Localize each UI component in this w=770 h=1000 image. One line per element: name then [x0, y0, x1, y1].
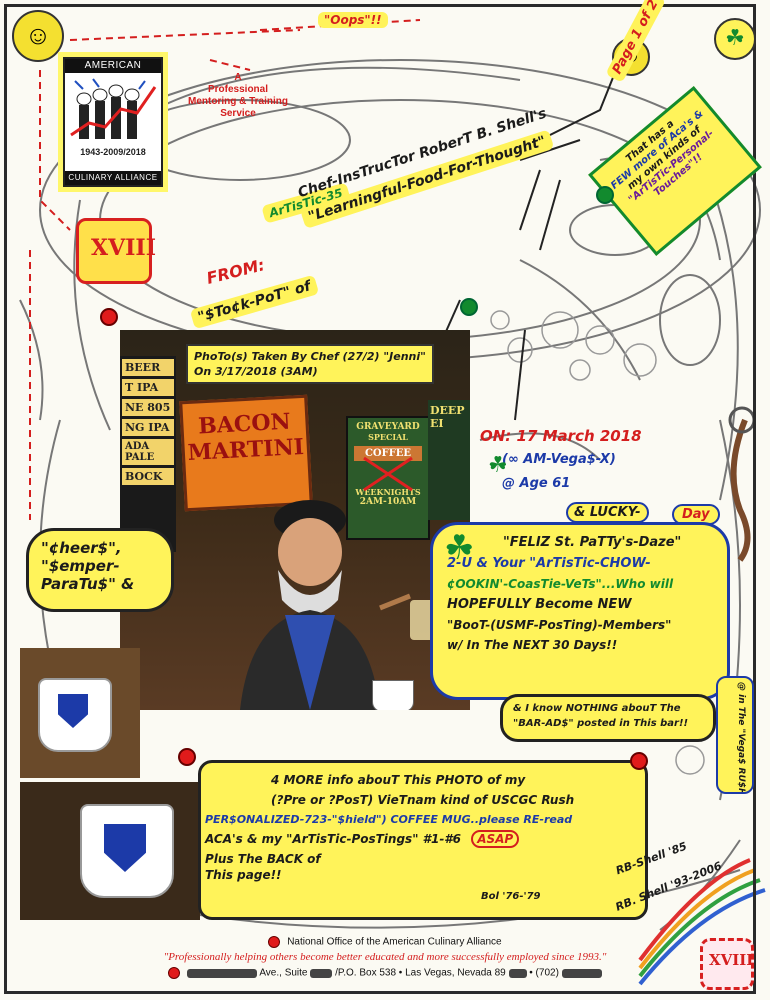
- more-info-line: ACA's & my "ArTisTic-PosTings" #1-#6 ASA…: [205, 830, 631, 848]
- more-info-line: This page!!: [205, 868, 282, 882]
- deep-text: DEEP EI: [430, 404, 465, 430]
- beer-sign: ADA PALE: [122, 439, 174, 465]
- more-info-line: Plus The BACK of: [205, 852, 321, 866]
- bar-ads-line: "BAR-AD$" posted in This bar!!: [513, 718, 689, 729]
- on-date-block: ON: 17 March 2018 (∞ AM-Vega$-X) @ Age 6…: [480, 424, 642, 496]
- service-line: Service: [220, 108, 256, 119]
- vegas-side-note: @ in The "Vega$ RU$H-Lounge"!!: [716, 676, 754, 794]
- lucky-line: w/ In The NEXT 30 Days!!: [447, 638, 618, 652]
- more-info-text: ACA's & my "ArTisTic-PosTings" #1-#6: [205, 832, 462, 846]
- bar-photo: BEER T IPA NE 805 NG IPA ADA PALE BOCK B…: [120, 330, 470, 710]
- page-frame: [4, 4, 756, 994]
- lucky-line: 2-U & Your "ArTisTic-CHOW-: [447, 556, 651, 571]
- bullet-icon: [168, 967, 181, 979]
- cheers-line: "¢heer$",: [41, 539, 122, 557]
- graveyard-text: WEEKNIGHTS: [355, 487, 421, 497]
- on-date-line: (∞ AM-Vega$-X): [502, 452, 616, 467]
- beer-board: BEER T IPA NE 805 NG IPA ADA PALE BOCK: [120, 356, 176, 552]
- aca-logo: AMERICAN 1943-2009/2018 CULINARY ALLIANC…: [58, 52, 168, 192]
- lucky-bubble: "FELIZ St. PaTTy's-Daze" 2-U & Your "ArT…: [430, 522, 730, 700]
- bar-ads-line: & I know NOTHING abouT The: [513, 703, 681, 714]
- photo-caption-line: PhoTo(s) Taken By Chef (27/2) "Jenni": [194, 350, 426, 363]
- footer-office: National Office of the American Culinary…: [0, 936, 770, 948]
- beer-sign: NE 805: [122, 399, 174, 416]
- beer-sign: BOCK: [122, 468, 174, 485]
- footer-address-text: • (702): [529, 967, 559, 979]
- graveyard-sign: GRAVEYARD SPECIAL COFFEE WEEKNIGHTS 2AM-…: [346, 416, 430, 540]
- chef-figure: [240, 500, 440, 710]
- on-date-line: ON: 17 March 2018: [480, 427, 642, 445]
- redacted-bar: [561, 968, 602, 978]
- vegas-side-text: @ in The "Vega$ RU$H-Lounge"!!: [736, 682, 746, 794]
- photo-caption-line: On 3/17/2018 (3AM): [194, 365, 318, 378]
- footer-tagline-text: "Professionally helping others become be…: [163, 951, 607, 963]
- redacted-bar: [187, 968, 258, 978]
- pushpin-icon: [100, 308, 118, 326]
- smiley-icon: ☺: [12, 10, 64, 62]
- graveyard-text: 2AM-10AM: [359, 497, 417, 507]
- badge-text: XVIII: [91, 235, 157, 261]
- graveyard-text: COFFEE: [354, 446, 422, 461]
- oops-note: "Oops"!!: [318, 12, 388, 28]
- footer-tagline: "Professionally helping others become be…: [0, 951, 770, 963]
- lucky-line: HOPEFULLY Become NEW: [447, 597, 632, 612]
- more-info-line: (?Pre or ?PosT) VieTnam kind of USCGC Ru…: [271, 793, 575, 807]
- cross-out-icon: [363, 456, 413, 492]
- asap-tag: ASAP: [471, 830, 520, 848]
- lucky-line: "FELIZ St. PaTTy's-Daze": [503, 535, 682, 550]
- lucky-line: ¢OOKIN'-CoasTie-VeTs"...Who will: [447, 577, 674, 591]
- more-info-bubble: 4 MORE info abouT This PHOTO of my (?Pre…: [198, 760, 648, 920]
- martini-text: MARTINI: [187, 433, 305, 467]
- shamrock-icon: ☘: [488, 452, 508, 477]
- pushpin-icon: [596, 186, 614, 204]
- on-date-line: @ Age 61: [502, 476, 571, 491]
- artist-badge: XVIII: [76, 218, 156, 284]
- bullet-icon: [268, 936, 281, 948]
- lucky-label: & LUCKY-: [566, 502, 649, 523]
- footer-address-text: /P.O. Box 538 • Las Vegas, Nevada 89: [335, 967, 506, 979]
- logo-top-text: AMERICAN: [65, 59, 161, 73]
- mug-photo-bottom: [20, 782, 200, 920]
- service-label: A Professional Mentoring & Training Serv…: [178, 72, 298, 120]
- logo-chefs-emblem: [70, 78, 157, 139]
- mug-small: [372, 680, 414, 710]
- cheers-line: "$emper-: [41, 557, 120, 575]
- more-info-line: PER$ONALIZED-723-"$hield") COFFEE MUG..p…: [205, 813, 573, 826]
- shamrock-icon: ☘: [714, 18, 756, 60]
- logo-years: 1943-2009/2018: [80, 147, 146, 157]
- cheers-bubble: "¢heer$", "$emper- ParaTu$" &: [26, 528, 174, 612]
- mug-photo-top: [20, 648, 140, 778]
- beer-sign: BEER: [122, 359, 174, 376]
- more-info-line: 4 MORE info abouT This PHOTO of my: [271, 773, 526, 787]
- service-year: Bol '76-'79: [476, 890, 546, 903]
- deep-sign: DEEP EI: [428, 400, 470, 520]
- pushpin-icon: [630, 752, 648, 770]
- artist-badge: XVIII: [700, 938, 754, 990]
- lucky-line: "BooT-(USMF-PosTing)-Members": [447, 618, 672, 632]
- redacted-bar: [310, 968, 333, 978]
- graveyard-text: SPECIAL: [368, 432, 408, 442]
- photo-caption: PhoTo(s) Taken By Chef (27/2) "Jenni" On…: [186, 344, 434, 384]
- beer-sign: NG IPA: [122, 419, 174, 436]
- pushpin-icon: [178, 748, 196, 766]
- cheers-line: ParaTu$" &: [41, 575, 135, 593]
- logo-bottom-text: CULINARY ALLIANCE: [65, 171, 161, 185]
- graveyard-text: GRAVEYARD: [356, 422, 420, 432]
- service-line: Mentoring & Training: [188, 96, 288, 107]
- pushpin-icon: [460, 298, 478, 316]
- badge-text: XVIII: [709, 951, 754, 969]
- footer-office-text: National Office of the American Culinary…: [287, 936, 502, 948]
- service-line: A: [234, 72, 242, 83]
- redacted-bar: [508, 968, 527, 978]
- footer-address-text: Ave., Suite: [259, 967, 308, 979]
- beer-sign: T IPA: [122, 379, 174, 396]
- service-line: Professional: [207, 84, 269, 95]
- footer-address: Ave., Suite /P.O. Box 538 • Las Vegas, N…: [0, 967, 770, 979]
- bar-ads-note: & I know NOTHING abouT The "BAR-AD$" pos…: [500, 694, 716, 742]
- shamrock-icon: ☘: [444, 529, 475, 567]
